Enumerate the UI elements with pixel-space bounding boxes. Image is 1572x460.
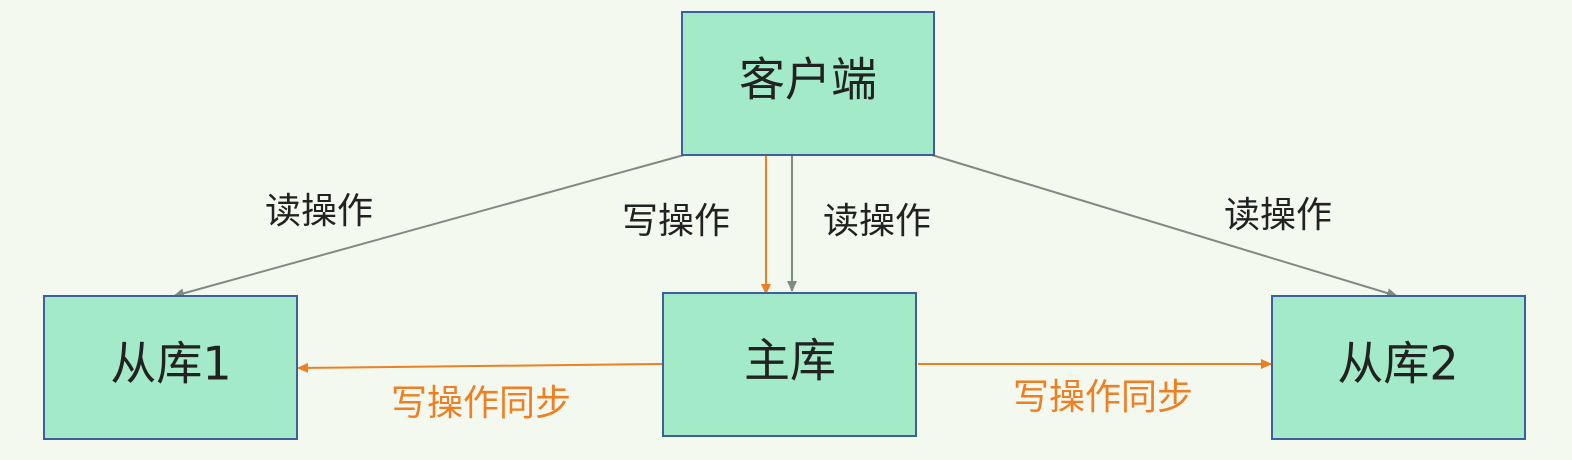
slave2-label: 从库2 <box>1337 337 1458 391</box>
sync-arrow-to-slave1 <box>297 362 663 373</box>
read-label-master: 读操作 <box>823 201 931 242</box>
read-arrow-to-slave1 <box>173 154 685 299</box>
slave1-label: 从库1 <box>110 337 231 391</box>
client-label: 客户端 <box>739 53 877 107</box>
write-label-master: 写操作 <box>622 201 730 242</box>
client-node: 客户端 <box>681 11 935 156</box>
master-label: 主库 <box>744 334 836 388</box>
slave1-node: 从库1 <box>43 295 298 440</box>
slave2-node: 从库2 <box>1271 295 1526 440</box>
sync-label-right: 写操作同步 <box>1013 377 1193 418</box>
sync-label-left: 写操作同步 <box>391 383 571 424</box>
read-label-right: 读操作 <box>1224 195 1332 236</box>
master-node: 主库 <box>662 292 917 437</box>
read-label-left: 读操作 <box>265 191 373 232</box>
read-arrow-to-slave2 <box>931 154 1398 298</box>
